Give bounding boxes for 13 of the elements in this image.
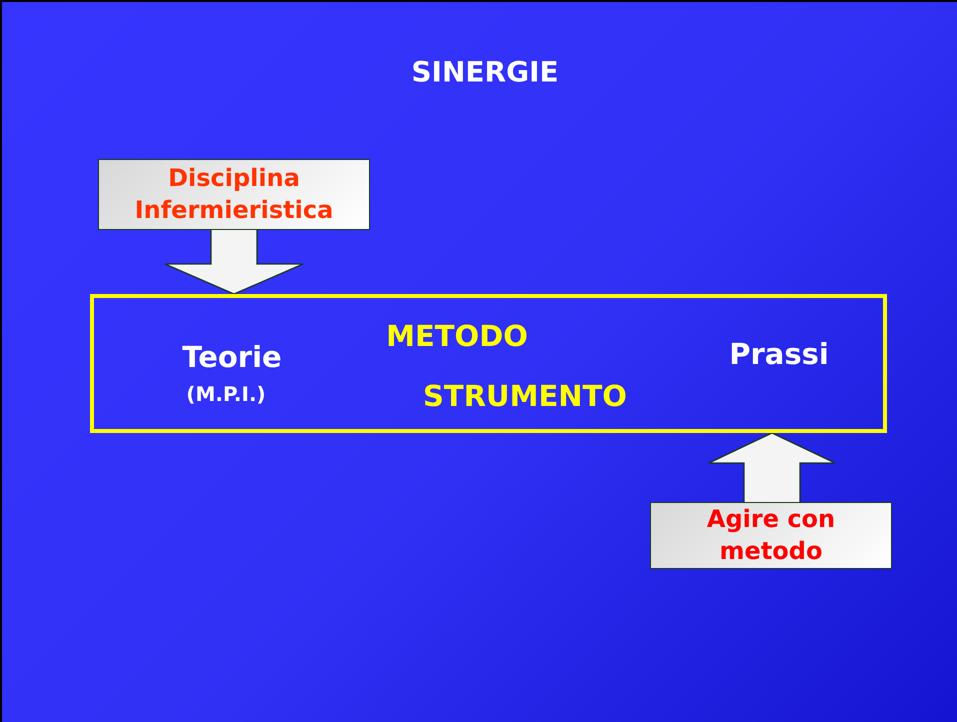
- callout-text: Disciplina Infermieristica: [134, 163, 334, 226]
- term-label: Prassi: [729, 339, 829, 371]
- title: SINERGIE: [411, 56, 559, 88]
- callout-text: Agire con metodo: [706, 504, 836, 566]
- block-arrow: [164, 228, 304, 295]
- term-label: METODO: [386, 321, 528, 353]
- frame-box: [90, 294, 887, 433]
- callout-box: [98, 159, 370, 230]
- block-arrow: [708, 432, 836, 504]
- term-label: Teorie: [182, 342, 282, 374]
- callout-box: [650, 502, 892, 569]
- note-label: (M.P.I.): [186, 383, 266, 405]
- term-label: STRUMENTO: [423, 381, 627, 413]
